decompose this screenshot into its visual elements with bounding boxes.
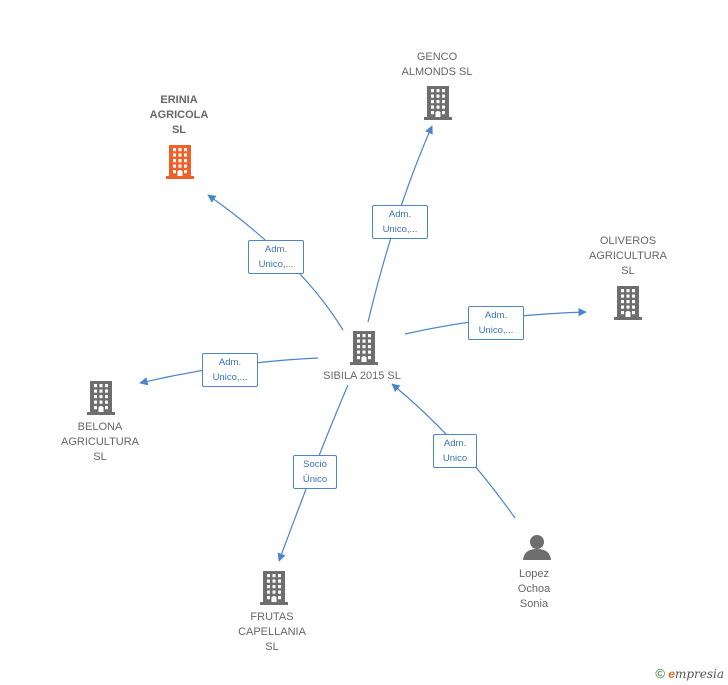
node-oliveros-label[interactable]: OLIVEROS AGRICULTURA SL <box>588 235 668 277</box>
edge-label-erinia[interactable]: Adm. Unico,... <box>248 240 304 274</box>
node-frutas-label[interactable]: FRUTAS CAPELLANIA SL <box>238 611 306 653</box>
brand-footer: © empresia <box>655 666 724 681</box>
building-icon <box>350 331 378 365</box>
edge-label-belona[interactable]: Adm. Unico,... <box>202 353 258 387</box>
node-belona-label[interactable]: BELONA AGRICULTURA SL <box>60 421 140 463</box>
node-erinia-label[interactable]: ERINIA AGRICOLA SL <box>149 94 209 136</box>
edge-label-oliveros[interactable]: Adm. Unico,... <box>468 306 524 340</box>
copyright-symbol: © <box>655 666 665 681</box>
brand-logo-letter: e <box>668 667 675 681</box>
brand-logo-text: mpresia <box>674 667 724 681</box>
node-lopez-label[interactable]: Lopez Ochoa Sonia <box>517 568 551 610</box>
node-center-label[interactable]: SIBILA 2015 SL <box>323 370 401 382</box>
building-icon <box>424 86 452 120</box>
building-icon <box>87 381 115 415</box>
edge-label-frutas[interactable]: Socio Único <box>293 455 337 489</box>
building-icon <box>614 286 642 320</box>
building-icon <box>166 145 194 179</box>
edge-label-genco[interactable]: Adm. Unico,... <box>372 205 428 239</box>
person-icon <box>523 535 551 560</box>
building-icon <box>260 571 288 605</box>
node-genco-label[interactable]: GENCO ALMONDS SL <box>401 51 473 78</box>
edge-label-lopez[interactable]: Adm. Unico <box>433 434 477 468</box>
